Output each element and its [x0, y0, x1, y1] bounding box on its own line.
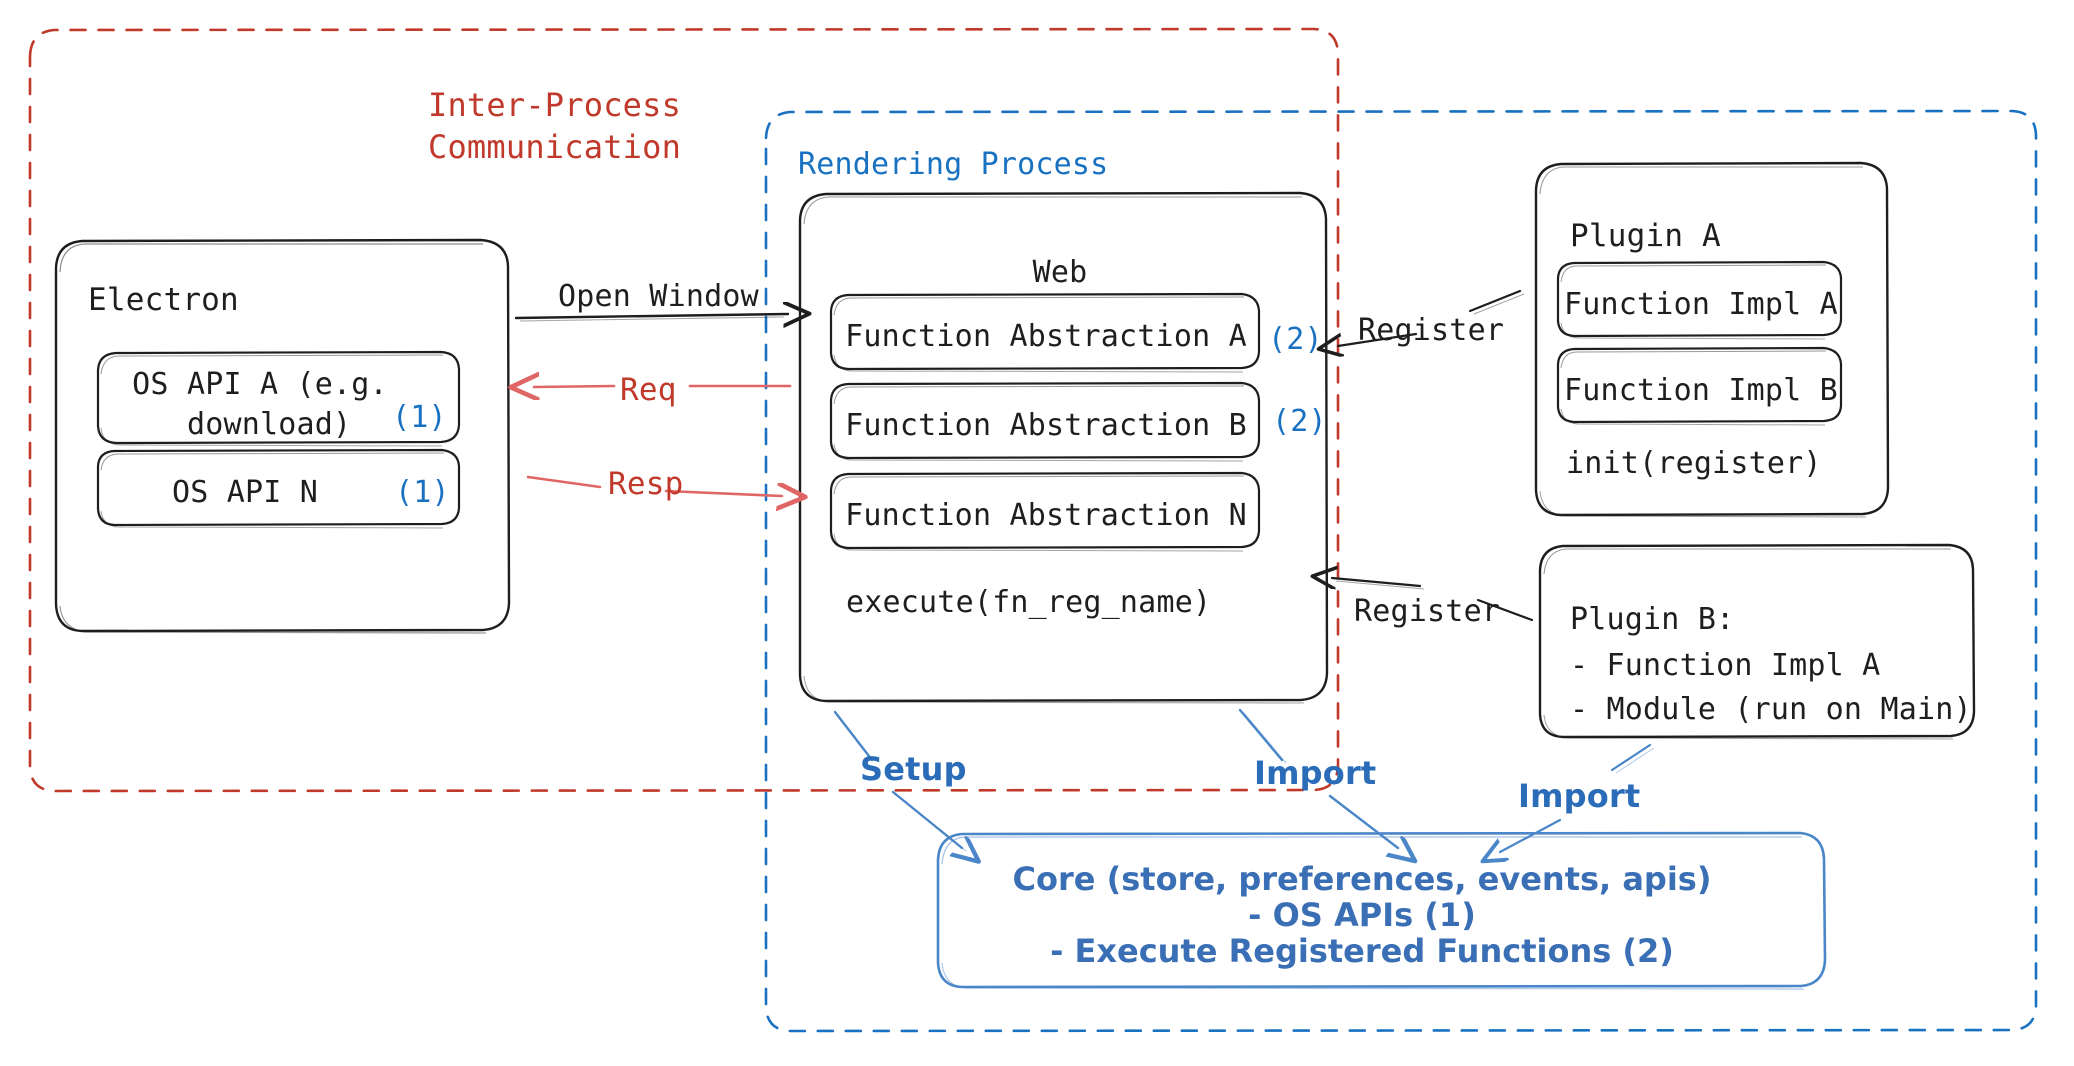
edge-open-window [514, 314, 788, 321]
function-impl-b-label: Function Impl B [1564, 373, 1838, 408]
plugin-b-line-1: - Function Impl A [1570, 648, 1881, 683]
os-api-n-box-outline [96, 448, 461, 529]
edge-register-plugin-a-label: Register [1358, 313, 1505, 348]
rendering-process-label: Rendering Process [798, 147, 1109, 182]
ipc-container-outline [28, 27, 1340, 793]
os-api-a-box-outline [96, 350, 461, 447]
edge-open-window-label: Open Window [558, 279, 759, 314]
function-abstraction-b-box-outline [829, 381, 1261, 462]
edge-setup [833, 710, 966, 851]
plugin-b-line-2: - Module (run on Main) [1570, 692, 1972, 727]
web-title: Web [1032, 255, 1088, 290]
function-abstraction-b-label: Function Abstraction B [845, 408, 1247, 443]
os-api-a-marker: (1) [392, 400, 447, 435]
function-abstraction-n-label: Function Abstraction N [845, 498, 1247, 533]
web-box-outline [798, 191, 1329, 704]
function-impl-a-label: Function Impl A [1564, 287, 1838, 322]
plugin-a-title: Plugin A [1570, 218, 1721, 254]
edge-resp [526, 475, 782, 496]
edge-import-right [1500, 743, 1655, 852]
edge-req-label: Req [620, 372, 677, 408]
edge-resp-label: Resp [608, 466, 684, 502]
ipc-container-label: Inter-Process Communication [428, 86, 682, 167]
core-line-1: Core (store, preferences, events, apis) [1012, 860, 1712, 898]
web-execute-label: execute(fn_reg_name) [846, 585, 1212, 620]
function-abstraction-a-label: Function Abstraction A [845, 319, 1247, 354]
os-api-n-label: OS API N [171, 475, 319, 510]
os-api-a-label: OS API A (e.g. download) [132, 367, 388, 442]
function-abstraction-b-marker: (2) [1272, 404, 1327, 439]
function-abstraction-n-box-outline [829, 471, 1261, 552]
function-impl-b-box-outline [1556, 346, 1843, 426]
function-abstraction-a-marker: (2) [1268, 322, 1323, 357]
electron-title: Electron [88, 282, 239, 318]
plugin-b-box-outline [1538, 543, 1976, 740]
edge-register-plugin-b [1332, 578, 1534, 622]
function-abstraction-a-box-outline [829, 292, 1261, 373]
edge-import-left [1238, 708, 1398, 848]
plugin-b-title: Plugin B: [1570, 602, 1735, 637]
edge-register-plugin-b-label: Register [1354, 594, 1501, 629]
core-line-2: - OS APIs (1) [1248, 896, 1476, 934]
function-impl-a-box-outline [1556, 260, 1843, 340]
edge-setup-label: Setup [860, 750, 967, 788]
os-api-n-marker: (1) [395, 475, 450, 510]
rendering-process-container-outline [764, 109, 2038, 1033]
plugin-a-init-label: init(register) [1566, 446, 1822, 481]
core-line-3: - Execute Registered Functions (2) [1050, 932, 1674, 970]
edge-req [534, 386, 792, 387]
electron-box-outline [54, 238, 511, 634]
plugin-a-box-outline [1534, 161, 1890, 518]
edge-import-right-label: Import [1518, 777, 1641, 815]
edge-import-left-label: Import [1254, 754, 1377, 792]
edge-register-plugin-a [1338, 289, 1525, 346]
